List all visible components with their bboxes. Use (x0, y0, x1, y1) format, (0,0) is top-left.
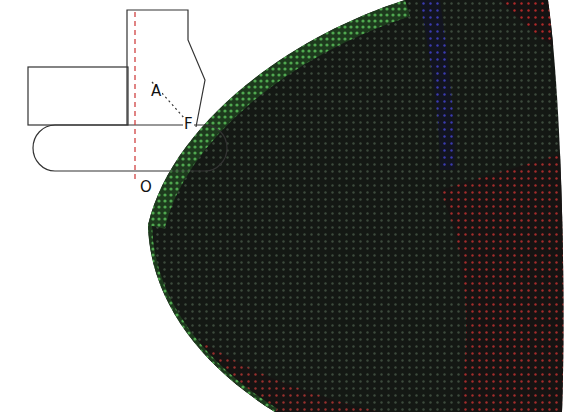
point-cloud (140, 0, 574, 412)
excavator-sketch (28, 10, 227, 182)
point-label: A (150, 84, 162, 99)
point-label: F (183, 117, 194, 132)
point-label: O (139, 180, 153, 195)
